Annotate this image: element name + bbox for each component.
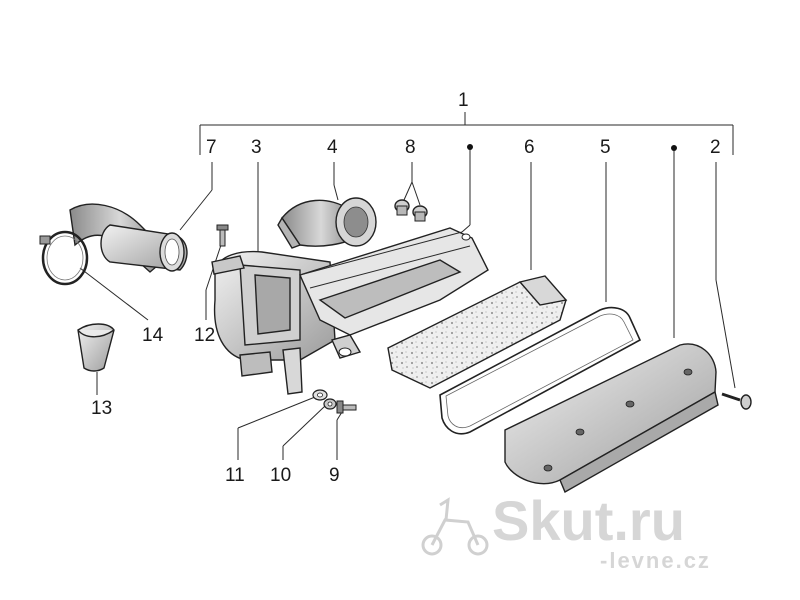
callout-7: 7 [206,137,217,158]
part-13-sleeve [77,323,115,372]
part-2-cover-plate [504,343,719,493]
callout-9: 9 [329,465,340,486]
callout-14: 14 [142,325,164,346]
marker-dot [671,145,677,151]
part-8-grommets [394,199,428,222]
assembly-bracket [199,112,734,155]
callout-11: 11 [225,465,245,486]
part-4-boot [277,197,377,249]
part-10-washer [323,398,337,410]
part-9-bolt [336,400,357,414]
callout-13: 13 [91,398,112,419]
watermark: Skut.ru -levne.cz [421,489,711,573]
part-5-gasket [439,306,642,435]
scooter-icon [421,497,489,556]
callout-12: 12 [194,325,215,346]
part-14-clamp [39,230,89,286]
watermark-sub: -levne.cz [600,548,711,573]
part-6-foam-filter [387,275,568,389]
marker-dot [467,144,473,150]
callout-3: 3 [251,137,262,158]
callout-6: 6 [524,137,535,158]
callout-4: 4 [327,137,338,158]
part-2-screw [721,392,752,410]
callout-2: 2 [710,137,721,158]
part-7-intake-duct [69,203,188,273]
watermark-brand: Skut.ru [492,489,685,552]
part-11-washer [312,389,328,401]
callout-labels: 1 7 3 4 8 6 5 2 14 12 13 11 10 9 [91,90,721,486]
part-12-screw [216,224,229,247]
callout-8: 8 [405,137,416,158]
callout-1: 1 [458,90,469,111]
part-1-cover-frame [299,227,489,359]
callout-5: 5 [600,137,611,158]
callout-10: 10 [270,465,291,486]
